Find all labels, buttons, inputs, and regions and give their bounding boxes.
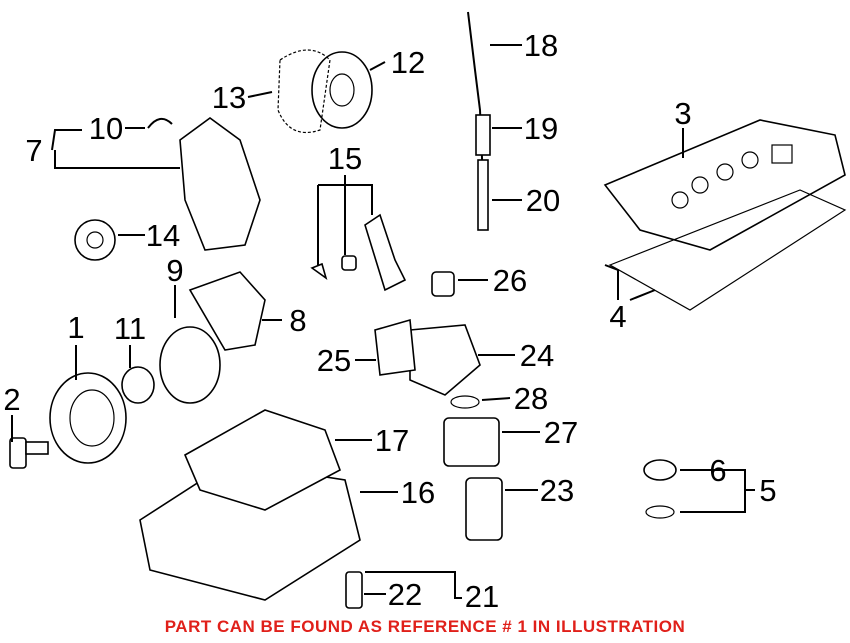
part-hose	[147, 117, 173, 129]
part-oil-baffle	[183, 409, 341, 511]
callout-22: 22	[388, 577, 422, 612]
callout-14: 14	[146, 218, 180, 253]
callout-7: 7	[25, 133, 42, 168]
part-oil-filter-housing	[409, 324, 481, 396]
leader-lines	[11, 44, 755, 599]
part-oil-cap	[643, 459, 677, 519]
callout-17: 17	[375, 423, 409, 458]
part-timing-cover-lower	[188, 271, 266, 351]
reference-note: PART CAN BE FOUND AS REFERENCE # 1 IN IL…	[164, 617, 686, 636]
part-idler-pulley	[74, 219, 116, 261]
part-dipstick	[467, 11, 491, 231]
callout-24: 24	[520, 338, 554, 373]
part-timing-belt-rear-cover	[159, 326, 221, 404]
callout-labels: 1 2 3 4 5 6 7 8 9 10 11 12 13 14 15 16 1…	[3, 28, 776, 614]
callout-13: 13	[212, 80, 246, 115]
callout-25: 25	[317, 343, 351, 378]
callout-11: 11	[114, 311, 146, 346]
part-timing-belt	[277, 49, 331, 134]
part-oil-filter	[465, 477, 503, 541]
callout-21: 21	[465, 579, 499, 614]
callout-27: 27	[544, 415, 578, 450]
callout-26: 26	[493, 263, 527, 298]
callout-2: 2	[3, 382, 20, 417]
part-plug-26	[431, 271, 455, 297]
callout-6: 6	[709, 453, 726, 488]
part-timing-cover	[179, 117, 261, 251]
part-crankshaft-pulley	[49, 372, 127, 464]
part-seal-28	[450, 395, 480, 409]
callout-4: 4	[609, 299, 626, 334]
callout-18: 18	[524, 28, 558, 63]
callout-1: 1	[67, 310, 84, 345]
callout-15: 15	[328, 141, 362, 176]
callout-23: 23	[540, 473, 574, 508]
callout-10: 10	[89, 111, 123, 146]
callout-28: 28	[514, 381, 548, 416]
part-gasket-25	[374, 318, 416, 376]
part-valve-cover-gasket	[608, 189, 847, 311]
callout-3: 3	[674, 96, 691, 131]
callout-20: 20	[526, 183, 560, 218]
part-oil-cooler	[443, 417, 500, 467]
part-bolt	[9, 437, 49, 469]
part-camshaft-sprocket	[311, 51, 373, 129]
callout-9: 9	[166, 253, 183, 288]
part-timing-guides	[310, 213, 407, 292]
part-drain-plug	[345, 571, 363, 609]
callout-5: 5	[759, 473, 776, 508]
callout-8: 8	[289, 303, 306, 338]
callout-19: 19	[524, 111, 558, 146]
part-tensioner	[121, 366, 155, 404]
part-valve-cover	[603, 119, 846, 251]
callout-16: 16	[401, 475, 435, 510]
callout-12: 12	[391, 45, 425, 80]
